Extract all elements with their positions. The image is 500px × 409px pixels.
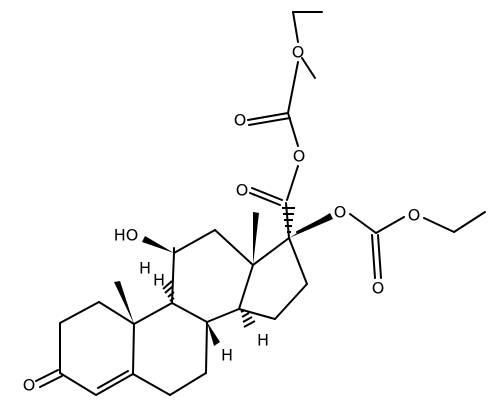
bond-c14-c13 bbox=[238, 264, 254, 310]
bond-bridge-c20 bbox=[286, 165, 299, 201]
bond-c17-c16 bbox=[288, 237, 308, 285]
atom-o-carbonyl1: O bbox=[234, 111, 247, 130]
atom-h-14: H bbox=[257, 331, 269, 350]
wedge-c11-oh bbox=[142, 236, 174, 253]
atom-o-carbonyl3: O bbox=[372, 279, 385, 298]
bond-carbonate2-o bbox=[375, 216, 405, 234]
bond-c-eq-o-1a bbox=[247, 112, 289, 121]
bond-c-eq-o-1b bbox=[248, 117, 291, 126]
bond-c16-c15 bbox=[274, 283, 308, 320]
bond-c10-c1 bbox=[98, 301, 135, 325]
bond-c3-eq-o-a bbox=[35, 369, 59, 382]
bond-c10-c5 bbox=[132, 323, 135, 375]
atom-o-bridge: O bbox=[293, 147, 306, 166]
bond-c4-c5-b bbox=[97, 370, 129, 389]
bond-o-carbonate1 bbox=[287, 61, 299, 114]
bond-o-ch2 bbox=[423, 217, 455, 233]
atom-o-17: O bbox=[334, 203, 347, 222]
bond-c9-c8 bbox=[171, 302, 208, 323]
bond-c20-eq-o-a bbox=[251, 187, 283, 201]
wedge-c13-methyl bbox=[253, 212, 259, 265]
bond-ethyl-ch2 bbox=[292, 11, 299, 43]
wedge-c17-o bbox=[289, 213, 333, 238]
atom-labels: O O O O O O O HO H H H H O bbox=[23, 43, 421, 395]
bond-c11-c9 bbox=[171, 252, 175, 304]
wedge-c10-methyl bbox=[114, 281, 134, 324]
bond-c6-c7 bbox=[169, 372, 207, 396]
atom-h-9: H bbox=[153, 271, 165, 290]
atom-o-carbonyl2: O bbox=[236, 181, 249, 200]
bond-c20-eq-o-b bbox=[249, 192, 281, 206]
bond-c-eq-o-2b bbox=[377, 234, 382, 279]
bond-c7-c8 bbox=[205, 321, 208, 374]
bond-ch2-ch3 bbox=[453, 211, 486, 233]
bond-c13-c17 bbox=[252, 237, 290, 266]
bond-c12-c11 bbox=[173, 229, 216, 254]
stereo-layer bbox=[114, 207, 333, 346]
bond-c3-c4 bbox=[59, 372, 97, 396]
bond-c-eq-o-2a bbox=[371, 234, 376, 279]
bond-c4-c5-a bbox=[95, 373, 134, 396]
bond-o-carbonate2 bbox=[349, 213, 377, 234]
wedge-c8-h bbox=[207, 322, 220, 346]
bond-layer bbox=[35, 11, 486, 396]
hash-c9-h bbox=[162, 280, 175, 302]
bond-c9-c10 bbox=[133, 302, 173, 325]
atom-o-ester1-top: O bbox=[292, 43, 305, 62]
atom-o-3: O bbox=[23, 376, 36, 395]
bond-c13-c12 bbox=[214, 229, 254, 266]
bond-c5-c6 bbox=[132, 373, 171, 396]
bond-o-ethyl bbox=[301, 57, 316, 79]
hash-c17-c20 bbox=[282, 207, 295, 233]
bond-c8-c14 bbox=[206, 308, 240, 323]
bond-c1-c2 bbox=[59, 301, 100, 324]
hash-c14-h bbox=[240, 309, 256, 328]
atom-h-8: H bbox=[221, 346, 233, 365]
bond-c3-eq-o-b bbox=[39, 375, 63, 388]
atom-o-ester2: O bbox=[408, 206, 421, 225]
atom-ho-11: HO bbox=[114, 226, 139, 245]
bond-c-o-bridge bbox=[287, 112, 299, 147]
atom-h-11: H bbox=[139, 259, 151, 278]
